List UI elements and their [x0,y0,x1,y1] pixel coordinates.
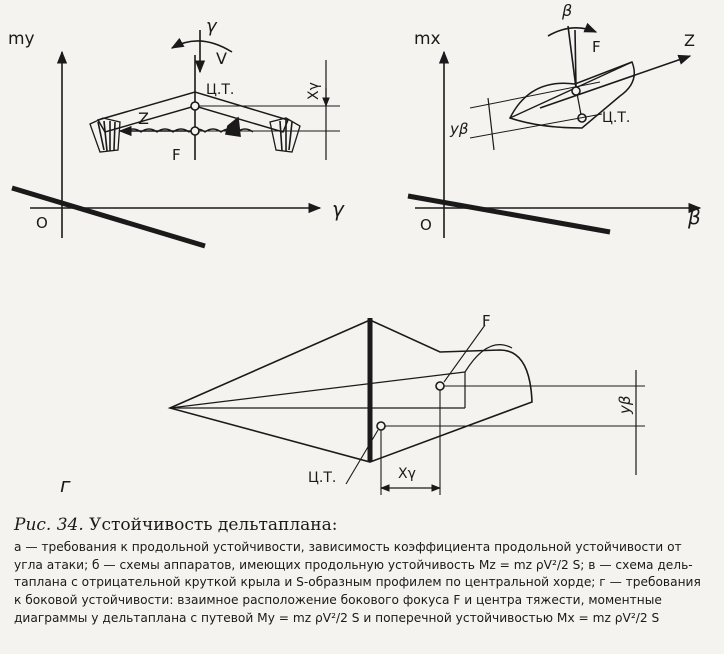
caption-line: а — требования к продольной устойчивости… [14,540,682,554]
caption-line: таплана с отрицательной круткой крыла и … [14,575,701,590]
gamma-angle-label: γ [206,16,218,37]
right-z-label: Z [684,31,695,50]
left-panel-my-gamma [11,30,340,249]
ybeta-dimension [487,97,495,151]
gamma-arc [170,37,233,53]
right-ct-label: Ц.Т. [602,110,630,126]
caption-line: к боковой устойчивости: взаимное располо… [14,593,662,608]
figure-caption: Рис. 34. Устойчивость дельтаплана: а — т… [14,515,714,627]
bottom-ct-point [376,421,386,431]
bottom-f-label: F [482,312,491,330]
beta-arc [547,22,598,37]
v-label: V [216,49,227,68]
beta-axis-label: β [687,205,701,229]
glider-top-view-outline [167,319,533,463]
mx-axis-label: mx [414,29,441,49]
caption-figure-label: Рис. 34. [14,515,84,535]
left-origin-label: O [36,214,48,232]
my-coefficient-line [11,185,206,249]
caption-title-text: Устойчивость дельтаплана: [89,515,338,535]
left-z-label: Z [138,109,149,128]
mx-coefficient-line [407,193,611,235]
right-ybeta-label: yβ [449,120,469,138]
f-point [190,126,200,136]
my-axis-label: my [8,29,35,49]
left-f-label: F [172,146,181,164]
ct-point [190,101,200,111]
gamma-axis-label: γ [332,197,345,221]
beta-angle-label: β [561,1,572,20]
right-f-point [571,86,581,96]
bottom-panel-top-view [167,318,645,495]
beta-line-1 [574,29,577,89]
left-xgamma-label: Xγ [306,82,322,100]
beta-line-2 [567,25,577,89]
glider-perspective-view [508,54,692,129]
right-f-label: F [592,38,601,56]
left-ct-label: Ц.Т. [206,82,234,98]
panel-letter-g: г [60,473,71,497]
caption-body: а — требования к продольной устойчивости… [14,539,714,627]
caption-line: диаграммы у дельтаплана с путевой My = m… [14,610,660,625]
bottom-f-point [435,381,445,391]
right-panel-mx-beta [407,22,702,238]
caption-title: Рис. 34. Устойчивость дельтаплана: [14,515,714,535]
bottom-xgamma-label: Xγ [398,466,416,482]
right-origin-label: O [420,216,432,234]
bottom-ct-label: Ц.Т. [308,470,336,486]
bottom-ybeta-label: yβ [616,395,634,415]
delta-hang-glider-stability-figure: my γ O γ V Ц.Т. Z F Xγ mx β O β F Z Ц.Т.… [8,1,702,497]
caption-line: угла атаки; б — схемы аппаратов, имеющих… [14,557,693,572]
